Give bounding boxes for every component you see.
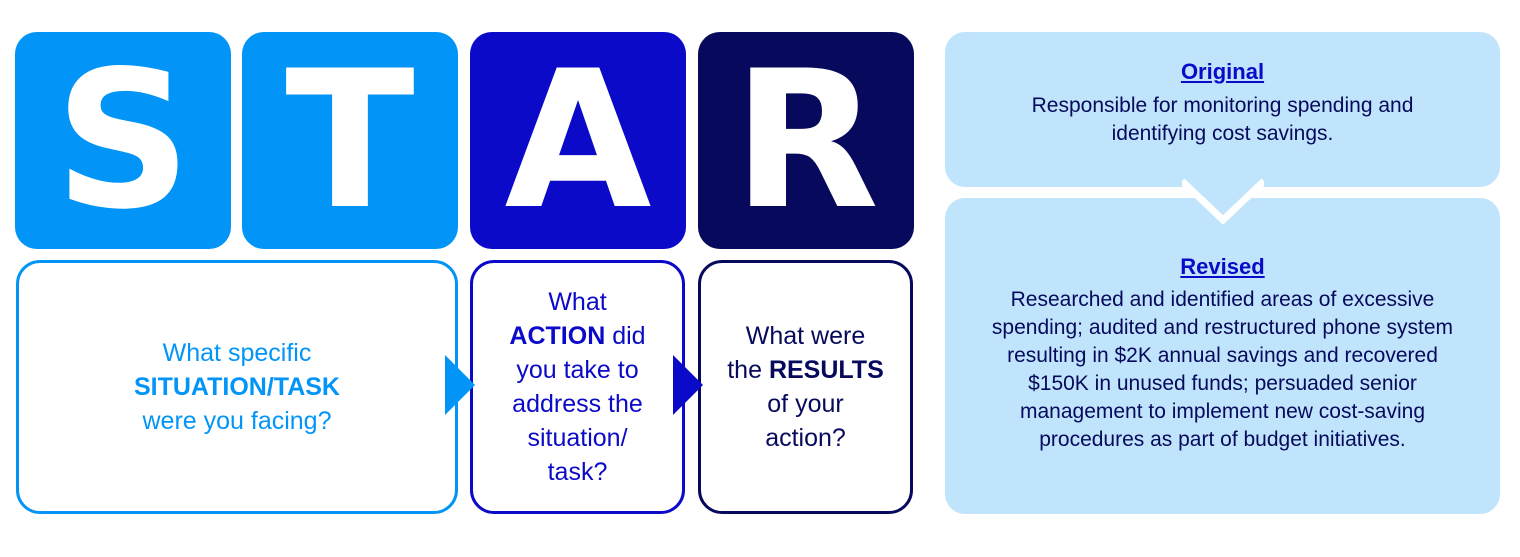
situation-task-text: What specific SITUATION/TASK were you fa… [134, 336, 340, 438]
action-after-keyword: did [605, 322, 646, 350]
results-text: What were the RESULTS of your action? [727, 319, 884, 455]
results-line-4: action? [765, 424, 846, 452]
letter-r: R [732, 29, 880, 251]
revised-line-3: resulting in $2K annual savings and reco… [1007, 344, 1438, 367]
revised-panel: Revised Researched and identified areas … [945, 198, 1500, 514]
revised-line-2: spending; audited and restructured phone… [991, 316, 1454, 339]
arrow-right-icon-1 [445, 355, 475, 415]
letter-tile-s: S [15, 32, 231, 249]
situation-keyword: SITUATION/TASK [133, 373, 340, 401]
action-box: What ACTION did you take to address the … [470, 260, 685, 514]
action-line-5: situation/ [527, 424, 628, 452]
action-keyword: ACTION [509, 322, 606, 350]
letter-s: S [54, 29, 192, 251]
letter-t: T [285, 29, 415, 251]
revised-line-1: Researched and identified areas of exces… [1010, 288, 1435, 311]
original-line-2: identifying cost savings. [1111, 122, 1334, 145]
situation-line-3: were you facing? [142, 407, 332, 435]
letter-a: A [504, 29, 652, 251]
revised-line-5: management to implement new cost-saving [1019, 400, 1426, 423]
results-line-3: of your [767, 390, 844, 418]
results-keyword: RESULTS [768, 356, 884, 384]
situation-line-1: What specific [162, 339, 312, 367]
action-line-4: address the [512, 390, 643, 418]
original-heading: Original [1180, 59, 1265, 84]
revised-line-6: procedures as part of budget initiatives… [1039, 428, 1406, 451]
original-panel: Original Responsible for monitoring spen… [945, 32, 1500, 187]
original-text: Responsible for monitoring spending and … [945, 92, 1500, 148]
arrow-right-icon-2 [673, 355, 703, 415]
letter-tile-a: A [470, 32, 686, 249]
letter-tile-r: R [698, 32, 914, 249]
revised-line-4: $150K in unused funds; persuaded senior [1028, 372, 1417, 395]
results-before-keyword: the [727, 356, 769, 384]
action-text: What ACTION did you take to address the … [509, 285, 645, 489]
results-line-1: What were [745, 322, 866, 350]
results-box: What were the RESULTS of your action? [698, 260, 913, 514]
situation-task-box: What specific SITUATION/TASK were you fa… [16, 260, 458, 514]
action-line-3: you take to [516, 356, 639, 384]
revised-text: Researched and identified areas of exces… [945, 256, 1500, 454]
letter-tile-t: T [242, 32, 458, 249]
revised-heading: Revised [1180, 254, 1265, 279]
action-line-6: task? [547, 458, 608, 486]
original-line-1: Responsible for monitoring spending and [1031, 94, 1414, 117]
chevron-down-icon [1182, 178, 1264, 224]
action-line-1: What [548, 288, 607, 316]
